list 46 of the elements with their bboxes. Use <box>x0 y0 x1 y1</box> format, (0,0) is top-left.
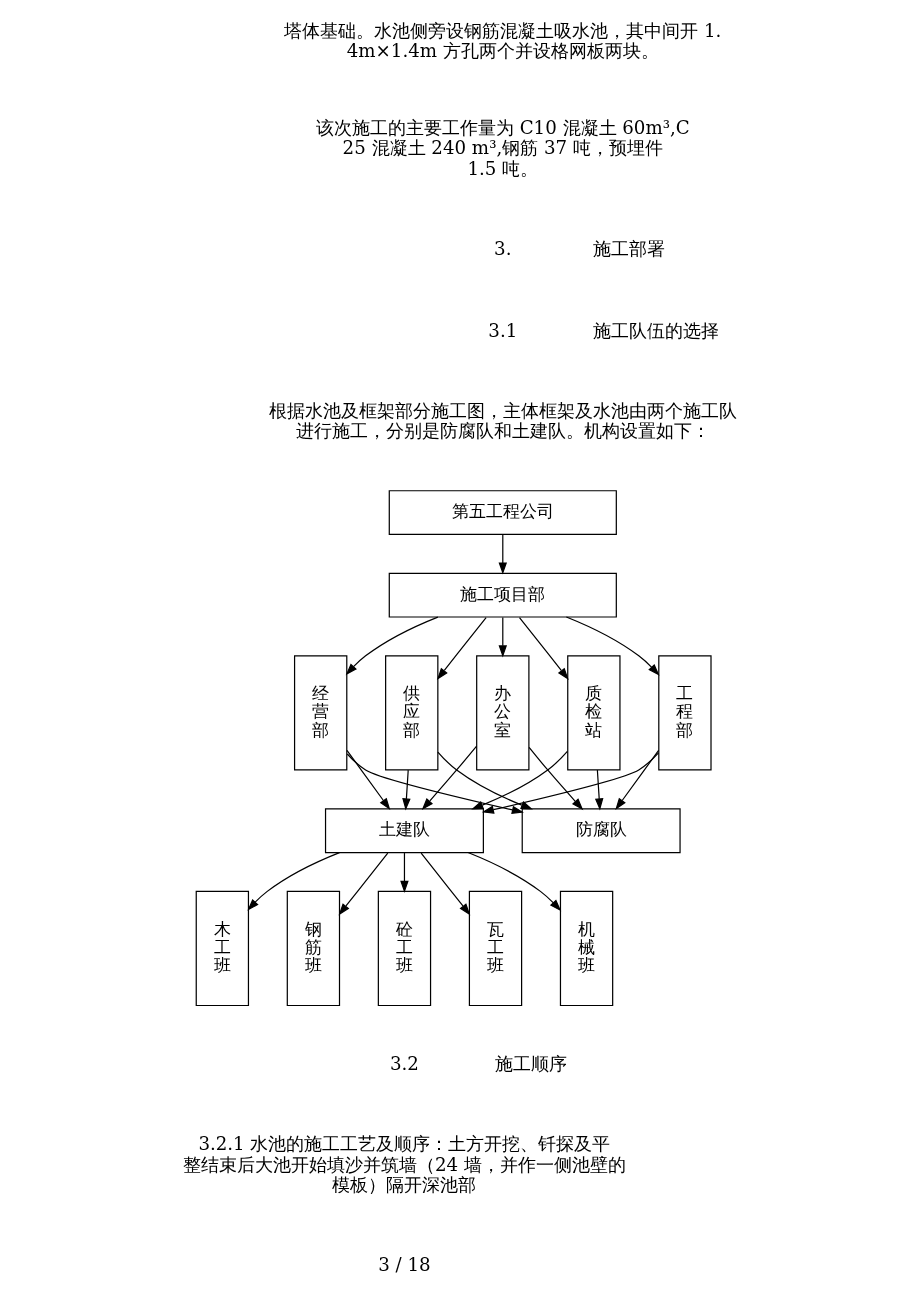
arrow <box>436 616 487 680</box>
arrow <box>247 852 341 911</box>
label: 3.2 <box>389 1053 419 1075</box>
arrow <box>346 749 391 811</box>
label: 3 / 18 <box>378 1253 431 1275</box>
arrow <box>338 852 389 916</box>
label: 3.1 <box>488 320 518 342</box>
node-box: 钢筋班 <box>286 890 341 1007</box>
node-box: 砼工班 <box>377 890 432 1007</box>
arrow <box>528 746 584 811</box>
label: 施工部署 <box>593 237 666 259</box>
arrow <box>615 749 660 811</box>
node-box: 防腐队 <box>521 808 681 854</box>
arrow <box>400 852 409 893</box>
arrow <box>346 753 524 814</box>
node-box: 第五工程公司 <box>388 490 617 536</box>
arrow <box>565 616 660 676</box>
node-box: 木工班 <box>195 890 250 1007</box>
node-box: 机械班 <box>559 890 614 1007</box>
arrow <box>498 616 508 658</box>
node-box: 施工项目部 <box>388 572 617 618</box>
arrow <box>420 852 471 916</box>
node-box: 供应部 <box>385 655 439 771</box>
arrow <box>421 745 478 811</box>
node-box: 瓦工班 <box>468 890 523 1007</box>
label: 3.2.1 水池的施工工艺及顺序：土方开挖、钎探及平整结束后大池开始填沙并筑墙（24 墙，并作一侧池壁的模板）隔开深池部 <box>182 1132 626 1196</box>
label: 施工顺序 <box>494 1053 567 1075</box>
arrow <box>345 616 439 676</box>
label: 根据水池及框架部分施工图，主体框架及水池由两个施工队进行施工，分别是防腐队和土建队。机构设置如下： <box>268 399 737 442</box>
node-box: 工程部 <box>658 655 712 771</box>
node-box: 经营部 <box>293 655 348 771</box>
arrow <box>402 769 411 811</box>
label: 该次施工的主要工作量为 C10 混凝土 60m³,C25 混凝土 240 m³,钢筋 37 吨，预埋件 1.5 吨。 <box>315 116 690 180</box>
arrow <box>437 751 533 810</box>
arrow <box>481 752 660 814</box>
node-box: 土建队 <box>324 808 484 854</box>
label: 塔体基础。水池侧旁设钢筋混凝土吸水池，其中间开 1.4m×1.4m 方孔两个并设格网板两块。 <box>284 19 722 62</box>
arrow <box>518 616 569 680</box>
arrow <box>594 769 604 811</box>
node-box: 质检站 <box>567 655 621 771</box>
label: 施工队伍的选择 <box>592 320 719 342</box>
node-box: 办公室 <box>476 655 530 771</box>
arrow <box>498 534 508 575</box>
arrow <box>467 851 562 912</box>
label: 3. <box>494 237 512 259</box>
arrow <box>471 750 568 810</box>
